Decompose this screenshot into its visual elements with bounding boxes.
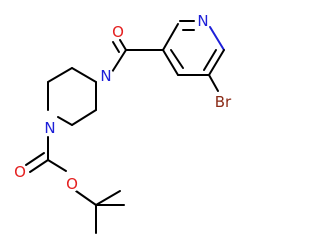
bond-c3-c2-piperazine [47, 67, 73, 83]
bond-c4-c3-pyridine [162, 49, 179, 76]
atom-labels: N Br O N N O O [12, 12, 235, 193]
bond-carbamate-c-o-ester [47, 159, 67, 172]
bromine-atom: Br [211, 93, 235, 111]
bromine-label: Br [215, 93, 232, 111]
bond-carbamate-c-o-double-second [25, 152, 45, 166]
bond-c6-n1-piperazine [57, 116, 73, 126]
piperazine-top-nitrogen-atom: N [98, 67, 114, 85]
carbamate-double-oxygen-atom: O [12, 163, 28, 181]
bond-carbamate-c-o-double [29, 159, 49, 173]
bond-carbonyl-o-double [112, 41, 120, 53]
bond-carbonyl-o [119, 39, 127, 51]
bond-c6-c5-pyridine-inner [203, 49, 217, 71]
pyridine-nitrogen-label: N [197, 12, 208, 30]
piperazine-bottom-nitrogen-label: N [44, 119, 55, 137]
bond-quaternary-c-methyl-top [95, 190, 121, 206]
pyridine-nitrogen-atom: N [196, 12, 210, 30]
bonds [25, 20, 225, 234]
carbamate-double-oxygen-label: O [14, 163, 26, 181]
piperazine-top-nitrogen-label: N [100, 67, 111, 85]
bond-c5-c6-piperazine [71, 109, 97, 126]
carbamate-ester-oxygen-label: O [66, 175, 78, 193]
bond-carbonyl-n [111, 49, 127, 73]
bond-c4-c3-pyridine-inner [170, 49, 184, 69]
molecule-structure-diagram: N Br O N N O O [12, 12, 235, 234]
amide-oxygen-atom: O [111, 23, 125, 41]
piperazine-bottom-nitrogen-atom: N [42, 119, 58, 137]
bond-c5-br [208, 74, 219, 92]
amide-oxygen-label: O [112, 23, 124, 41]
bond-n4-c3-piperazine [71, 67, 97, 83]
carbamate-ester-oxygen-atom: O [64, 175, 80, 193]
bond-c6-c5-pyridine [208, 49, 225, 76]
bond-c3-c2-pyridine [162, 23, 179, 51]
bond-o-quaternary-c [75, 190, 97, 206]
bond-n1-c6-pyridine-left [209, 26, 225, 51]
